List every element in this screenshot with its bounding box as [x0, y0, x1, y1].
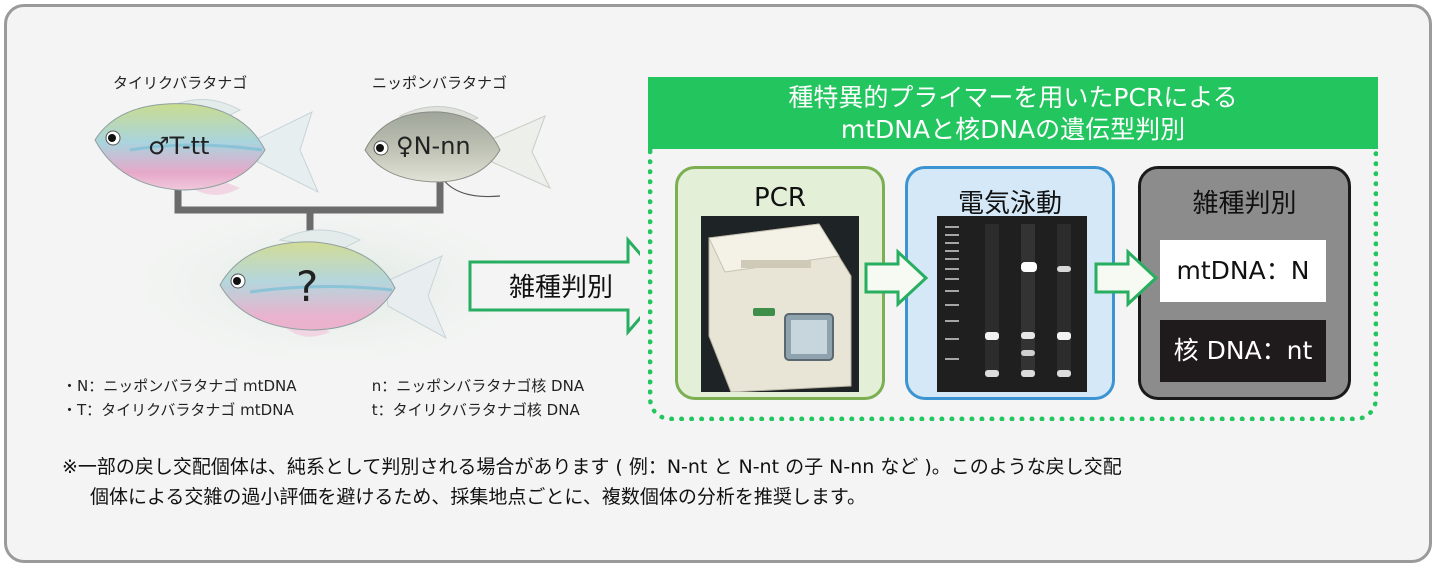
method-dotted-box — [648, 149, 1378, 421]
gel-image — [937, 216, 1087, 392]
legend-n-nuclear: n：ニッポンバラタナゴ核 DNA — [371, 377, 585, 395]
main-arrow — [468, 235, 640, 337]
legend-t-mtdna: ・T：タイリクバラタナゴ mtDNA — [62, 401, 294, 419]
method-header: 種特異的プライマーを用いたPCRによる mtDNAと核DNAの遺伝型判別 — [648, 77, 1378, 149]
male-fish — [94, 99, 319, 195]
method-header-line2: mtDNAと核DNAの遺伝型判別 — [840, 115, 1186, 144]
arrow-pcr-to-gel — [864, 248, 929, 308]
female-fish — [364, 106, 552, 198]
footnote: ※一部の戻し交配個体は、純系として判別される場合があります ( 例：N-nt と… — [62, 452, 1122, 512]
mtdna-result: mtDNA：N — [1160, 240, 1326, 302]
hybrid-identification-arrow-label: 雑種判別 — [508, 273, 613, 303]
legend: ・N：ニッポンバラタナゴ mtDNA n：ニッポンバラタナゴ核 DNA ・T：タ… — [62, 374, 584, 422]
female-species-label: ニッポンバラタナゴ — [372, 74, 508, 92]
footnote-line1: ※一部の戻し交配個体は、純系として判別される場合があります ( 例：N-nt と… — [62, 456, 1122, 478]
legend-n-mtdna: ・N：ニッポンバラタナゴ mtDNA — [62, 377, 297, 395]
method-header-line1: 種特異的プライマーを用いたPCRによる — [788, 83, 1238, 112]
pcr-machine-photo — [701, 216, 859, 392]
footnote-line2: 個体による交雑の過小評価を避けるため、採集地点ごとに、複数個体の分析を推奨します… — [90, 486, 866, 508]
fish-illustration — [94, 99, 640, 370]
male-species-label: タイリクバラタナゴ — [113, 74, 248, 92]
male-genotype-label: ♂T-tt — [148, 132, 210, 160]
offspring-question-mark: ? — [296, 262, 319, 311]
identification-title: 雑種判別 — [1192, 189, 1297, 219]
nuclear-dna-result: 核 DNA：nt — [1160, 320, 1326, 382]
offspring-fish — [219, 229, 448, 340]
arrow-gel-to-identification — [1094, 248, 1159, 308]
pcr-title: PCR — [754, 183, 806, 213]
female-genotype-label: ♀N-nn — [396, 132, 471, 160]
legend-t-nuclear: t：タイリクバラタナゴ核 DNA — [371, 401, 580, 419]
electrophoresis-title: 電気泳動 — [957, 189, 1062, 219]
